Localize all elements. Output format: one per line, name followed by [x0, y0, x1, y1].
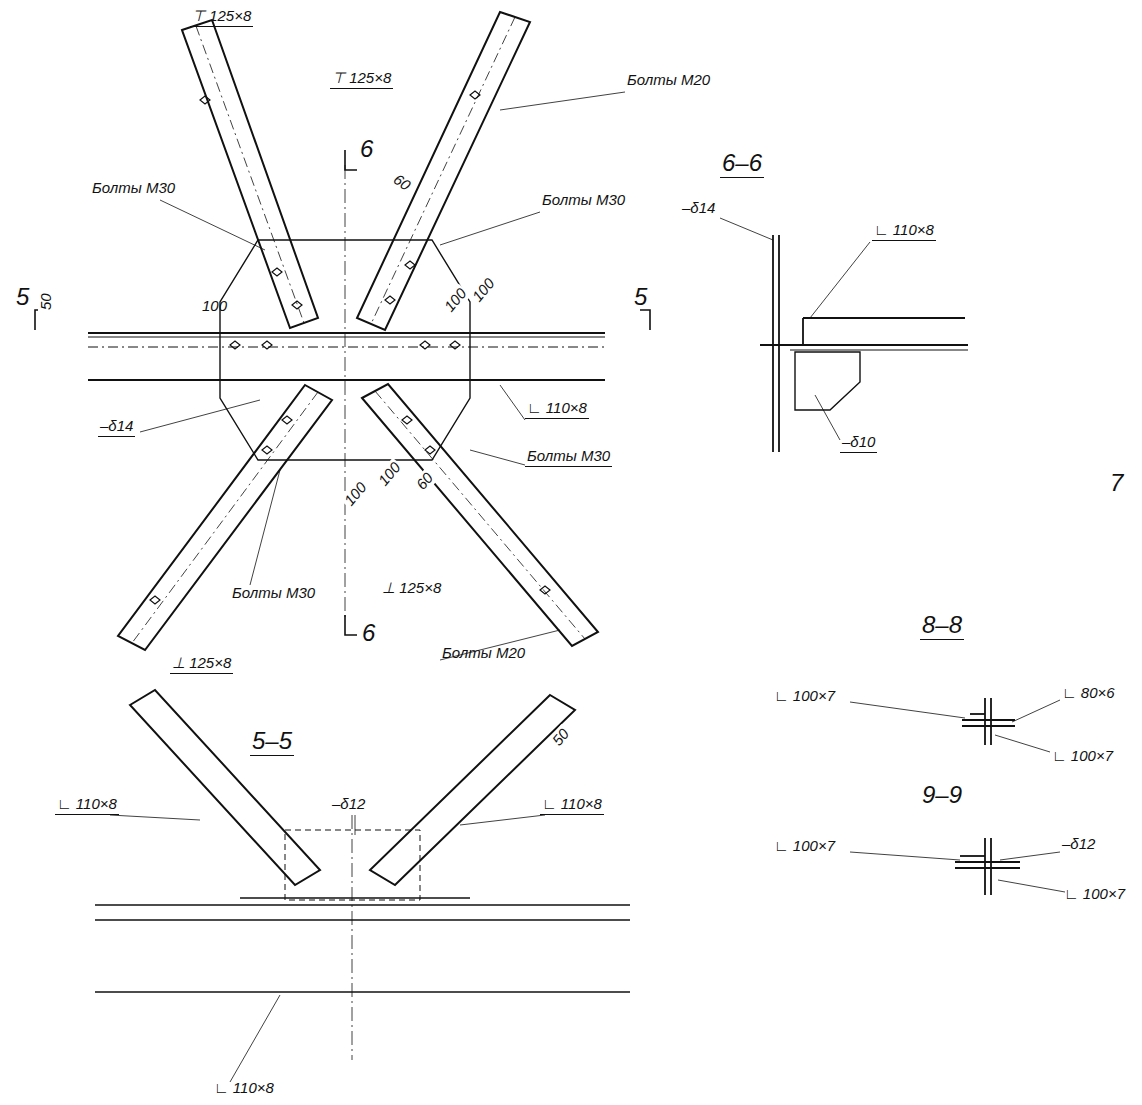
drawing-label: –δ10	[840, 434, 877, 453]
drawing-label: ∟ 110×8	[872, 222, 936, 241]
drawing-label: 5–5	[250, 728, 294, 756]
drawing-label: ∟ 110×8	[525, 400, 589, 419]
drawing-label: 9–9	[920, 782, 964, 808]
drawing-label: 5	[632, 284, 649, 310]
drawing-label: 50	[548, 724, 574, 750]
drawing-label: Болты М30	[230, 585, 317, 602]
drawing-label: ∟ 110×8	[55, 796, 119, 815]
drawing-label: 6–6	[720, 150, 764, 178]
drawing-label: ∟ 100×7	[1062, 886, 1127, 903]
drawing-label: ∟ 100×7	[1050, 748, 1115, 765]
drawing-label: Болты М30	[540, 192, 627, 209]
drawing-label: –δ14	[98, 418, 135, 437]
drawing-label: 100	[200, 298, 229, 315]
drawing-label: –δ14	[680, 200, 717, 217]
drawing-label: ∟ 110×8	[540, 796, 604, 815]
drawing-label: 7	[1108, 470, 1125, 496]
drawing-label: ∟ 100×7	[772, 688, 837, 705]
drawing-label: Болты М20	[625, 72, 712, 89]
drawing-label: 8–8	[920, 612, 964, 640]
drawing-label: Болты М30	[525, 448, 612, 467]
drawing-label: 100	[468, 274, 499, 307]
drawing-label: 60	[389, 170, 415, 195]
drawing-label: 100	[374, 458, 405, 491]
drawing-label: –δ12	[330, 796, 367, 813]
drawing-label: Болты М20	[440, 645, 527, 662]
drawing-label: ⊤ 125×8	[190, 8, 253, 27]
drawing-label: ⊥ 125×8	[380, 580, 443, 597]
drawing-label: Болты М30	[90, 180, 177, 197]
drawing-label: 6	[360, 620, 377, 646]
drawing-label: ⊥ 125×8	[170, 655, 233, 674]
drawing-label: ∟ 80×6	[1060, 685, 1117, 702]
drawing-label: ∟ 110×8	[212, 1080, 276, 1097]
drawing-label: ∟ 100×7	[772, 838, 837, 855]
drawing-label: 5	[14, 284, 31, 310]
drawing-label: ⊤ 125×8	[330, 70, 393, 89]
drawing-label: 6	[358, 136, 375, 162]
drawing-label: –δ12	[1060, 836, 1097, 853]
drawing-label: 100	[440, 284, 471, 317]
drawing-label: 60	[412, 468, 438, 494]
drawing-label: 50	[38, 291, 55, 312]
